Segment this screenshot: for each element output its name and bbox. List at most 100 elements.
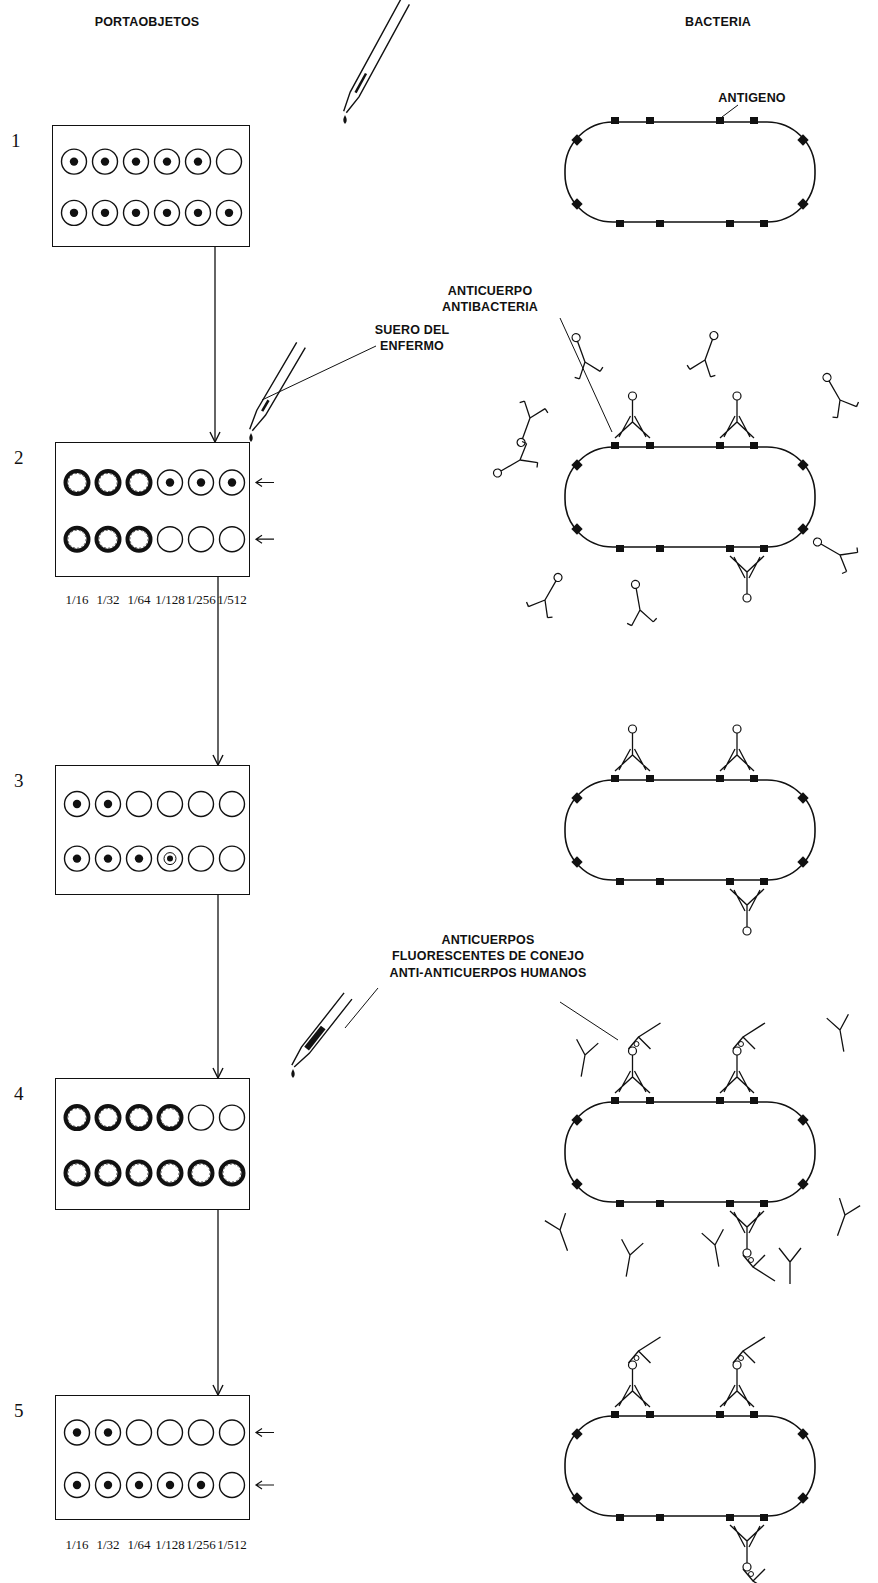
antigen xyxy=(726,1514,734,1521)
free-human-antibody xyxy=(561,329,604,381)
well-ring xyxy=(96,846,121,871)
antibody-stroke xyxy=(570,1039,598,1078)
leader-line xyxy=(722,105,738,117)
antigen xyxy=(760,878,768,885)
step-arrow xyxy=(217,1210,218,1395)
antibody-antibacteria xyxy=(730,1525,764,1563)
antigen xyxy=(716,442,724,449)
antibody-stroke xyxy=(615,1239,643,1278)
row-pointer-line xyxy=(256,479,274,487)
drop xyxy=(291,1069,295,1078)
fc-knob xyxy=(709,330,719,340)
antigen xyxy=(656,220,664,227)
dilution-label: 1/512 xyxy=(210,1537,254,1553)
fc-knob xyxy=(733,725,741,733)
bacterium-wall xyxy=(565,1102,815,1202)
antigen xyxy=(797,856,808,867)
rabbit-fluorescent-antibody xyxy=(743,1255,775,1281)
fluorescent-label xyxy=(749,1572,754,1577)
antigen xyxy=(760,1514,768,1521)
well-ring xyxy=(220,527,245,552)
antigen xyxy=(646,1411,654,1418)
fluorescent-label xyxy=(739,1042,744,1047)
dilution-label: 1/128 xyxy=(148,592,192,608)
antigen xyxy=(656,545,664,552)
dilution-label: 1/16 xyxy=(55,592,99,608)
antibody-stroke xyxy=(563,336,604,380)
antibody-antibacteria xyxy=(730,556,764,594)
well-ring xyxy=(127,846,152,871)
antigen xyxy=(797,1114,808,1125)
dilution-label: 1/64 xyxy=(117,1537,161,1553)
bacteria-dot xyxy=(228,478,236,486)
step-arrow xyxy=(214,247,215,442)
dilution-label: 1/512 xyxy=(210,592,254,608)
antibody-antibacteria xyxy=(720,1369,754,1407)
drop xyxy=(249,433,253,442)
antibody-antibacteria xyxy=(720,400,754,438)
well-ring xyxy=(127,1473,152,1498)
well-ring xyxy=(124,149,149,174)
bacteria-dot xyxy=(135,1481,143,1489)
well-ring xyxy=(220,792,245,817)
callout-label: BACTERIA xyxy=(663,14,773,30)
well-ring xyxy=(158,846,183,871)
well-ring xyxy=(65,846,90,871)
fc-knob xyxy=(553,572,564,583)
dilution-label: 1/64 xyxy=(117,592,161,608)
well-ring xyxy=(220,1473,245,1498)
bacterium xyxy=(565,1023,815,1281)
antibody-stroke xyxy=(702,1229,730,1268)
antigen xyxy=(760,220,768,227)
free-human-antibody xyxy=(812,367,860,420)
antigen xyxy=(797,523,808,534)
free-human-antibody xyxy=(807,527,860,575)
leader-line xyxy=(262,346,376,400)
fluorescent-well xyxy=(128,471,151,494)
pipette xyxy=(291,993,352,1078)
antibody-stroke xyxy=(493,440,539,484)
antigen xyxy=(656,1200,664,1207)
pipette-liquid xyxy=(262,400,268,411)
fluorescent-well xyxy=(221,1162,244,1185)
rabbit-fluorescent-antibody xyxy=(629,1337,661,1363)
antigen xyxy=(571,459,582,470)
pipette-liquid xyxy=(356,74,366,93)
rabbit-fluorescent-antibody xyxy=(733,1337,765,1363)
free-human-antibody xyxy=(686,327,729,379)
row-pointer xyxy=(256,1429,274,1437)
slide-wells xyxy=(62,149,242,225)
antibody-stroke xyxy=(525,573,569,619)
step-number: 2 xyxy=(14,447,24,469)
bacteria-dot xyxy=(104,1428,112,1436)
leader-line xyxy=(560,1002,618,1040)
antigen xyxy=(726,878,734,885)
fc-knob xyxy=(629,392,637,400)
fluorescent-well xyxy=(97,1106,120,1129)
fluorescent-label xyxy=(634,1356,639,1361)
well-ring xyxy=(189,527,214,552)
antigen xyxy=(616,1200,624,1207)
dilution-label: 1/32 xyxy=(86,592,130,608)
slide: 5 xyxy=(55,1395,250,1520)
fc-knob xyxy=(571,332,581,342)
well-ring xyxy=(96,792,121,817)
fluorescent-well-halo xyxy=(68,1164,86,1182)
pipette-wall xyxy=(252,348,305,431)
antigen xyxy=(750,775,758,782)
fluorescent-well-halo xyxy=(99,1164,117,1182)
dilution-label: 1/128 xyxy=(148,1537,192,1553)
drop xyxy=(343,115,347,124)
slide: 2 xyxy=(55,442,250,577)
leader-line xyxy=(560,318,612,432)
bacteria-dot xyxy=(135,854,143,862)
bacteria-dot xyxy=(104,800,112,808)
dilution-label: 1/256 xyxy=(179,1537,223,1553)
antigen xyxy=(656,878,664,885)
bacteria-dot xyxy=(167,856,173,862)
well-ring xyxy=(189,846,214,871)
antibody-antibacteria xyxy=(615,1369,650,1407)
antigen xyxy=(726,220,734,227)
fluorescent-label xyxy=(634,1042,639,1047)
antibody-stroke xyxy=(686,334,727,378)
